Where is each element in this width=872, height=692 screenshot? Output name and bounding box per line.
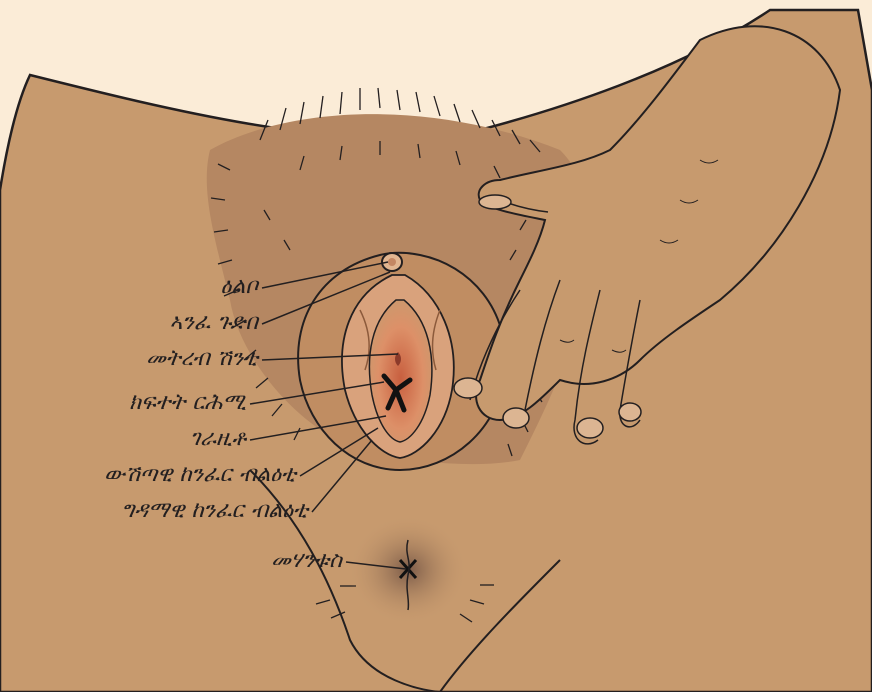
label-anus: መሃንቱስ	[271, 550, 342, 572]
label-urethral-opening: መትረብ ሽንቲ	[146, 348, 258, 370]
label-labia-minora: ውሽጣዊ ከንፈር ብልዕቲ	[104, 464, 296, 486]
label-labia-majora: ግዳማዊ ከንፈር ብልዕቲ	[122, 500, 308, 522]
label-hymen: ገራዚቶ	[190, 428, 246, 450]
label-clitoris: ዕልቦ	[221, 276, 258, 298]
label-clitoral-hood: ኣንፈ ጉድበ	[169, 312, 258, 334]
label-vaginal-opening: ክፍተት ርሕሚ	[129, 392, 246, 414]
